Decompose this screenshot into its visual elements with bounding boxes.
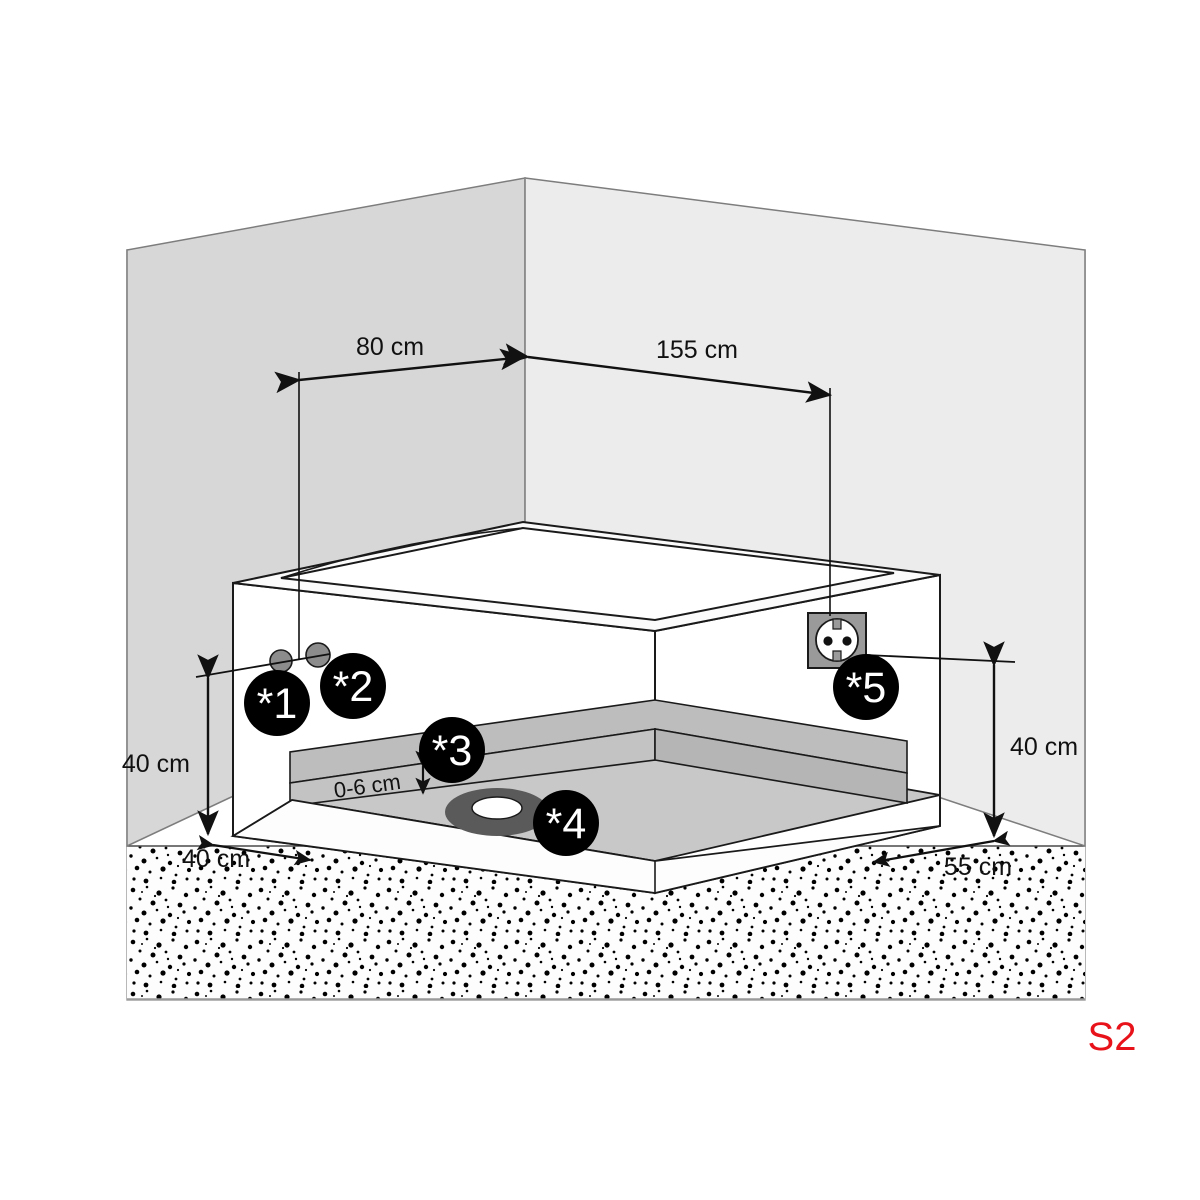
dimension-height-right: 40 cm — [865, 641, 1078, 839]
dimension-top-extensions — [298, 372, 831, 660]
dimension-height-left-label: 40 cm — [122, 750, 190, 778]
enclosure-top-rim — [232, 520, 941, 633]
marker-2: *2 — [320, 653, 386, 719]
marker-5-label: *5 — [846, 664, 887, 712]
dimension-depth-right: 55 cm — [872, 830, 1012, 881]
marker-5: *5 — [833, 654, 899, 720]
pipe-stub-hot-icon — [305, 642, 331, 668]
marker-1: *1 — [244, 670, 310, 736]
tray-base-slab — [230, 795, 941, 894]
sheet-code-label: S2 — [1088, 1015, 1137, 1059]
dimension-155cm-label: 155 cm — [656, 336, 738, 364]
dimension-depth-right-label: 55 cm — [944, 853, 1012, 881]
dimension-80cm: 80 cm — [274, 333, 527, 394]
marker-1-label: *1 — [257, 680, 298, 728]
marker-3: *3 — [419, 717, 485, 783]
marker-4-label: *4 — [546, 800, 587, 848]
dimension-155cm: 155 cm — [503, 336, 833, 403]
dimension-height-right-label: 40 cm — [1010, 733, 1078, 761]
dimension-height-left: 40 cm — [122, 654, 219, 837]
dimension-depth-left-label: 40 cm — [182, 845, 250, 873]
marker-3-label: *3 — [432, 727, 473, 775]
drain-outlet-icon — [445, 788, 549, 836]
dimension-depth-left: 40 cm — [182, 835, 312, 873]
dimension-80cm-label: 80 cm — [356, 333, 424, 361]
marker-4: *4 — [533, 790, 599, 856]
marker-2-label: *2 — [333, 663, 374, 711]
